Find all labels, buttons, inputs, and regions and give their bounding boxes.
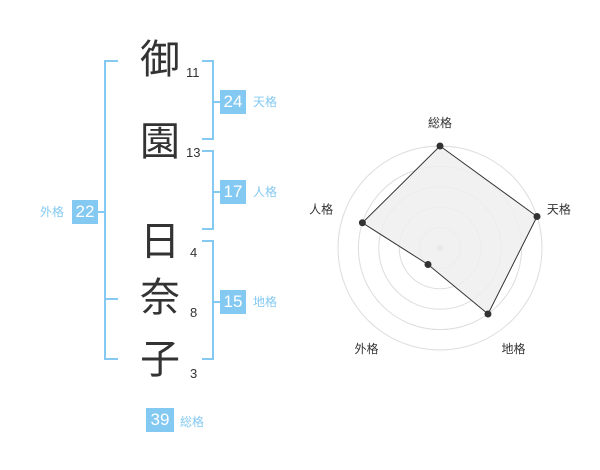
name-char-2: 園 (140, 119, 180, 165)
name-char-3: 日 (140, 219, 180, 265)
jinkaku-label: 人格 (253, 185, 278, 199)
radar-axis-label-4: 外格 (355, 341, 379, 356)
chikaku-bracket-bottom (202, 358, 214, 360)
outer-bracket-bottom (104, 358, 118, 360)
jinkaku-bracket-top (202, 150, 214, 152)
stroke-count-1: 11 (186, 65, 200, 80)
radar-point-1 (436, 142, 444, 150)
name-char-5: 子 (140, 337, 180, 383)
jinkaku-bracket-connector (214, 191, 220, 193)
chikaku-bracket-vertical (212, 240, 214, 360)
outer-bracket-vertical (104, 60, 106, 360)
radar-point-4 (424, 261, 432, 269)
radar-point-3 (484, 310, 492, 318)
soukaku-label: 総格 (180, 415, 205, 429)
jinkaku-bracket-bottom (202, 228, 214, 230)
tenkaku-bracket-top (202, 60, 214, 62)
soukaku-value: 39 (146, 408, 174, 432)
chikaku-label: 地格 (253, 295, 278, 309)
chikaku-value: 15 (220, 290, 246, 314)
stroke-count-4: 8 (190, 305, 198, 320)
chikaku-bracket-top (202, 240, 214, 242)
name-char-4: 奈 (140, 275, 180, 321)
radar-axis-label-3: 地格 (501, 341, 525, 356)
radar-polygon (361, 145, 538, 315)
tenkaku-label: 天格 (253, 95, 278, 109)
outer-bracket-top (104, 60, 118, 62)
outer-bracket-connector (96, 211, 104, 213)
jinkaku-value: 17 (220, 180, 246, 204)
name-char-1: 御 (140, 37, 180, 83)
radar-axis-label-1: 総格 (428, 115, 452, 130)
radar-point-5 (358, 219, 366, 227)
tenkaku-value: 24 (220, 90, 246, 114)
radar-axis-label-2: 天格 (547, 201, 571, 216)
tenkaku-bracket-vertical (212, 60, 214, 140)
chikaku-bracket-connector (214, 301, 220, 303)
gaikaku-value: 22 (72, 200, 98, 224)
tenkaku-bracket-connector (214, 101, 220, 103)
tenkaku-bracket-bottom (202, 138, 214, 140)
stroke-count-3: 4 (190, 245, 198, 260)
jinkaku-bracket-vertical (212, 150, 214, 230)
radar-point-2 (533, 212, 541, 220)
stroke-count-2: 13 (186, 145, 201, 160)
stroke-count-5: 3 (190, 366, 198, 381)
gaikaku-label: 外格 (40, 205, 65, 219)
radar-axis-label-5: 人格 (309, 201, 333, 216)
outer-bracket-mid (104, 298, 118, 300)
